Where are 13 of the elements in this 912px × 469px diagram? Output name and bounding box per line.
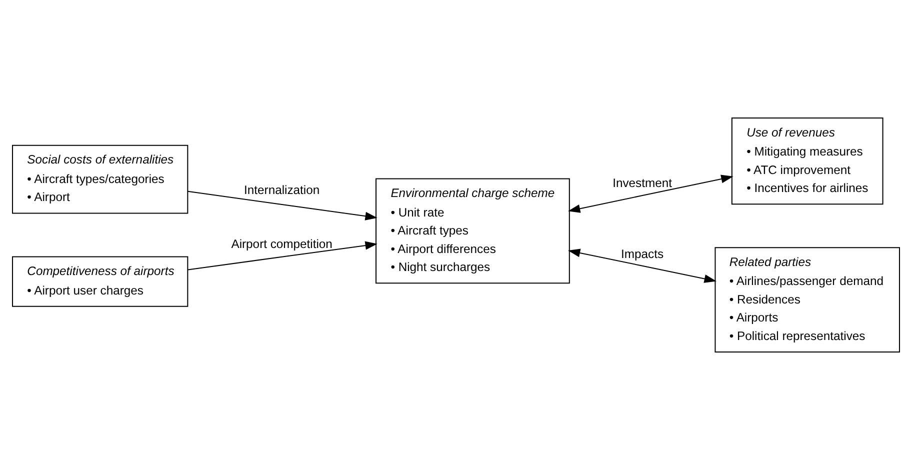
edge-label: Airport competition <box>231 236 332 250</box>
edge-label: Impacts <box>621 246 664 260</box>
node-box: Use of revenues • Mitigating measures • ATC improvement • Incentives for airlines <box>731 117 884 204</box>
node-box: Related parties • Airlines/passenger demand • Residences • Airports • Political representatives <box>714 246 900 352</box>
edge-label: Investment <box>612 176 672 190</box>
node-box: Competitiveness of airports • Airport user charges <box>12 256 188 306</box>
node-box: Social costs of externalities • Aircraft types/categories • Airport <box>12 144 188 214</box>
edge-label: Internalization <box>244 182 320 197</box>
arrow <box>188 190 378 220</box>
arrow <box>188 240 378 270</box>
arrow <box>568 174 734 212</box>
arrow <box>568 248 716 282</box>
node-box: Environmental charge scheme • Unit rate • Aircraft types • Airport differences • Night surcharges <box>376 178 570 284</box>
